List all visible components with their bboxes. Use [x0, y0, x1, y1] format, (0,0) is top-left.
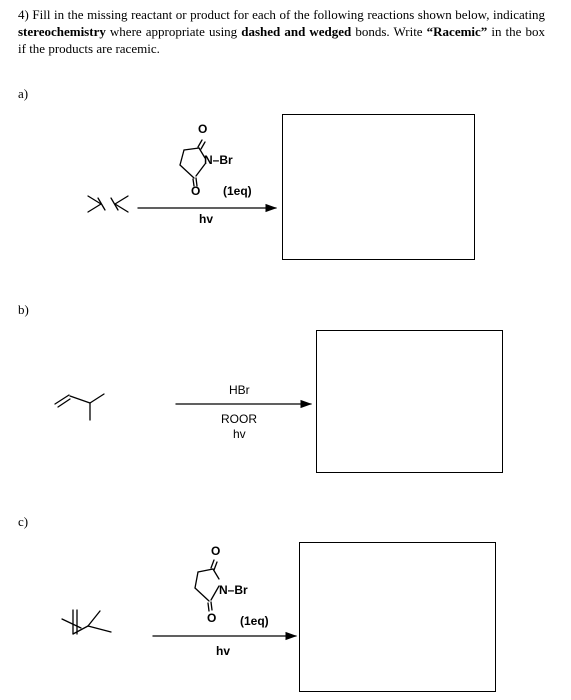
prompt-text-1: Fill in the missing reactant or product … — [32, 7, 545, 22]
part-c-answer-box[interactable] — [299, 542, 496, 692]
part-a-condition-hv: hv — [199, 212, 214, 226]
prompt-text-4: in the box if the products are racemic. — [18, 24, 546, 56]
part-a-nbs-structure — [179, 139, 206, 187]
prompt-bold-racemic: “Racemic” — [426, 24, 488, 39]
part-a-equivalents: (1eq) — [223, 184, 252, 198]
part-b-condition-roor: ROOR — [221, 412, 257, 426]
part-b-reactant-alkene — [54, 393, 105, 421]
part-a-label: a) — [18, 86, 29, 101]
part-c-nbs-n-br: N–Br — [219, 583, 248, 597]
part-a-answer-box[interactable] — [282, 114, 475, 260]
part-c-nbs-structure — [194, 559, 220, 612]
part-c-condition-hv: hv — [216, 644, 231, 658]
question-prompt: 4) Fill in the missing reactant or produ… — [18, 6, 545, 57]
part-c-nbs-o-top: O — [211, 544, 221, 558]
part-b-answer-box[interactable] — [316, 330, 503, 473]
part-b-reagent-hbr: HBr — [229, 383, 250, 397]
part-a-nbs-o-top: O — [198, 122, 208, 136]
part-b-label: b) — [18, 302, 29, 317]
part-c-nbs-o-bottom: O — [207, 611, 217, 625]
prompt-bold-dashed-wedged: dashed and wedged — [241, 24, 352, 39]
part-a-reactant-alkene — [87, 195, 129, 213]
part-c-reactant-alkene — [61, 609, 112, 635]
part-b-condition-hv: hv — [233, 427, 246, 441]
part-c-label: c) — [18, 514, 29, 529]
part-c-equivalents: (1eq) — [240, 614, 269, 628]
part-a-nbs-o-bottom: O — [191, 184, 201, 198]
part-a-nbs-n-br: N–Br — [204, 153, 233, 167]
prompt-bold-stereochemistry: stereochemistry — [18, 24, 106, 39]
question-number: 4) — [18, 7, 29, 22]
prompt-text-2: where appropriate using — [109, 24, 238, 39]
prompt-text-3: bonds. Write — [355, 24, 423, 39]
